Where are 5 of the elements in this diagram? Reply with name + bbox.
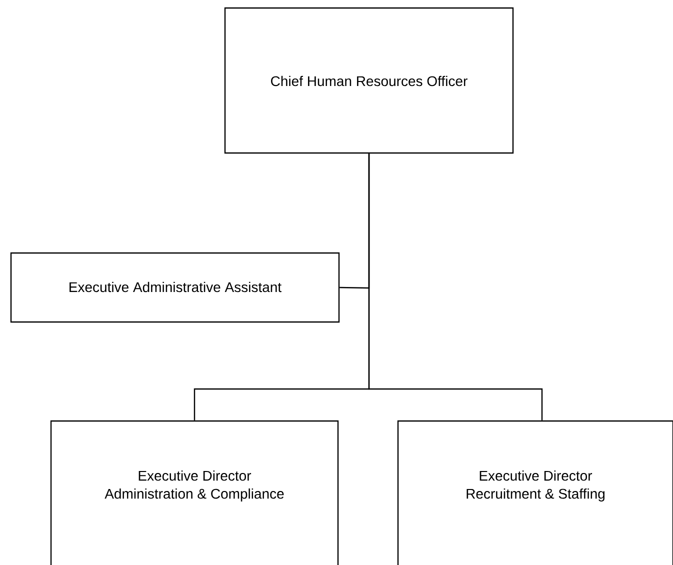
org-box: Executive Director Administration & Compliance [50, 420, 339, 565]
org-box: Executive Administrative Assistant [10, 252, 340, 323]
connector-line [368, 154, 543, 420]
org-box: Chief Human Resources Officer [224, 7, 514, 154]
org-box: Executive Director Recruitment & Staffing [397, 420, 673, 565]
